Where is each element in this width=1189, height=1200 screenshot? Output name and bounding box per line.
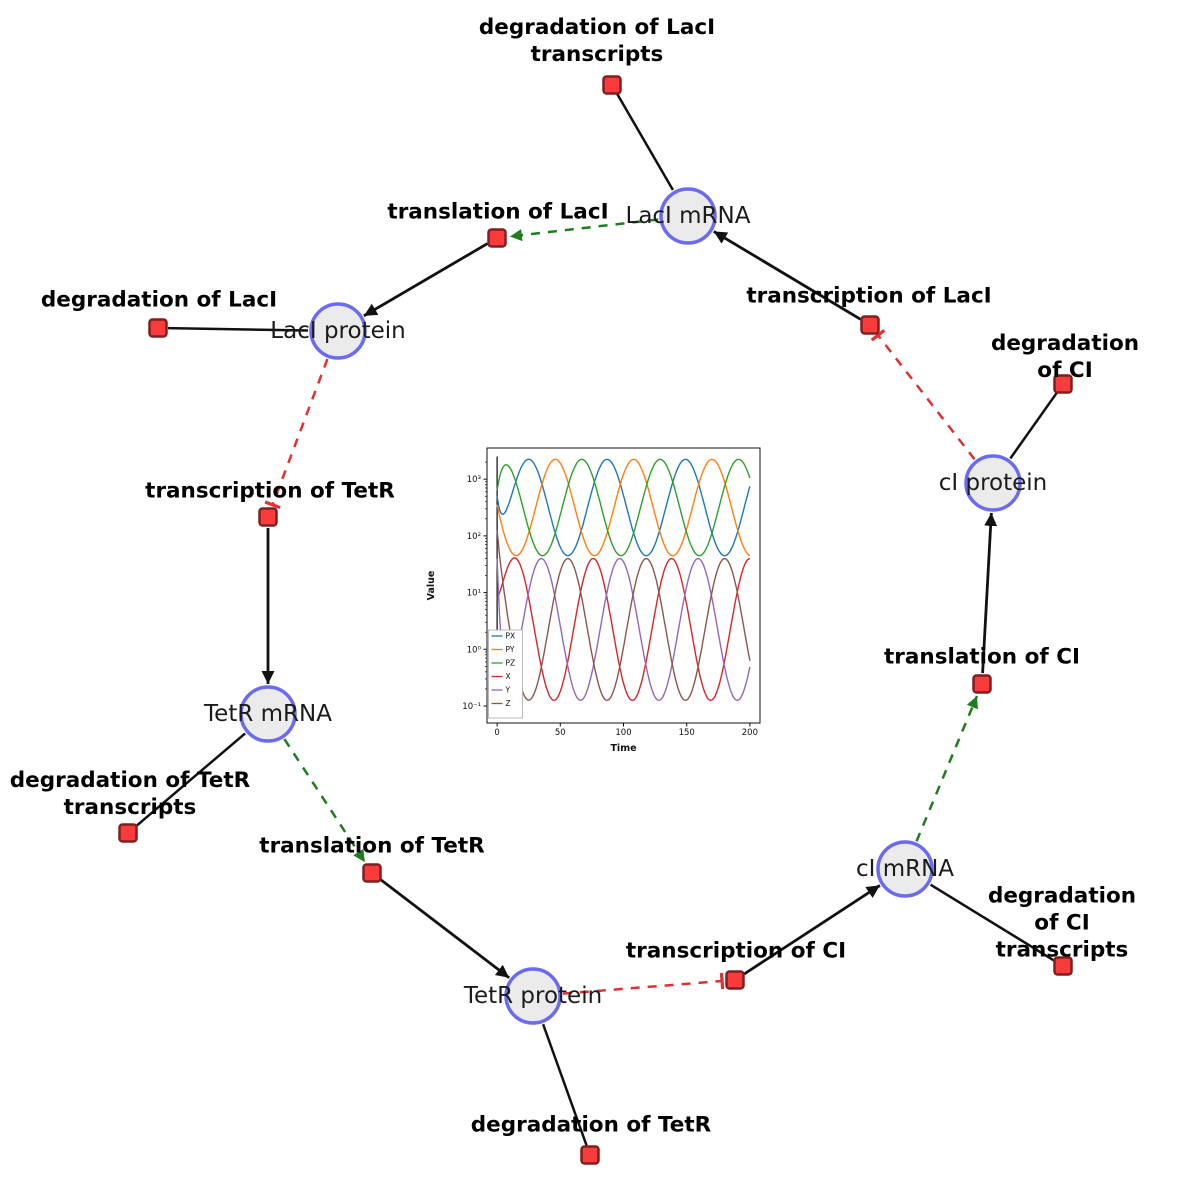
edge-production-translation_ci-ci_protein — [981, 512, 998, 674]
series-Y-line — [496, 557, 751, 702]
x-tick-label: 150 — [679, 728, 695, 738]
species-node-laci_mrna — [659, 187, 717, 245]
edge-production-transcription_ci-ci_mrna — [743, 884, 881, 976]
reaction-node-deg_tetr_transcripts — [118, 823, 138, 843]
x-tick-label: 0 — [494, 728, 499, 738]
legend-entry-label: PZ — [506, 659, 516, 668]
x-tick-label: 100 — [615, 728, 631, 738]
y-tick-label: 10⁻¹ — [462, 702, 481, 712]
species-node-laci_protein — [309, 302, 367, 360]
legend-entry-label: Y — [505, 686, 511, 695]
species-node-ci_mrna — [876, 840, 934, 898]
legend-entry-label: X — [506, 672, 511, 681]
species-node-ci_protein — [964, 454, 1022, 512]
series-PY-line — [496, 458, 751, 557]
y-tick-label: 10⁰ — [467, 645, 482, 655]
edge-inhibition-ci_protein-transcription_laci — [870, 329, 976, 461]
x-tick-label: 50 — [555, 728, 566, 738]
series-PX-line — [496, 458, 751, 557]
reaction-node-deg_ci_transcripts — [1053, 956, 1073, 976]
legend-entry-label: PY — [506, 645, 515, 654]
edge-consumption-tetr_mrna-deg_tetr_transcripts — [134, 732, 246, 828]
y-tick-label: 10² — [467, 532, 481, 542]
nodes-layer — [118, 75, 1073, 1165]
legend-entry-label: Z — [506, 699, 511, 708]
reaction-node-translation_laci — [487, 228, 507, 248]
series-X-line — [496, 557, 751, 702]
y-tick-label: 10¹ — [467, 589, 481, 599]
reaction-node-transcription_tetr — [258, 507, 278, 527]
y-tick-label: 10³ — [467, 475, 481, 485]
edge-consumption-laci_mrna-deg_laci_transcripts — [615, 93, 675, 191]
edge-inhibition-tetr_protein-transcription_ci — [562, 972, 725, 995]
reaction-node-transcription_ci — [725, 970, 745, 990]
reaction-node-transcription_laci — [860, 315, 880, 335]
edge-consumption-laci_protein-deg_laci — [167, 326, 309, 332]
species-node-tetr_protein — [504, 967, 562, 1025]
legend-entry-label: PX — [506, 632, 516, 641]
edge-modifier-tetr_mrna-translation_tetr — [283, 738, 366, 863]
reaction-node-deg_ci — [1053, 374, 1073, 394]
edges-layer — [134, 93, 1059, 1147]
series-PZ-line — [496, 458, 751, 557]
series-Z-line — [496, 530, 751, 702]
edge-consumption-tetr_protein-deg_tetr — [541, 1023, 588, 1147]
reaction-node-deg_laci_transcripts — [602, 75, 622, 95]
y-axis-label: Value — [426, 571, 437, 601]
x-tick-label: 200 — [742, 728, 758, 738]
edge-consumption-ci_protein-deg_ci — [1009, 391, 1059, 460]
species-node-tetr_mrna — [239, 685, 297, 743]
edge-production-transcription_laci-laci_mrna — [713, 230, 862, 321]
edge-modifier-laci_mrna-translation_laci — [509, 218, 659, 242]
edge-production-translation_laci-laci_protein — [363, 242, 489, 318]
edge-consumption-ci_mrna-deg_ci_transcripts — [929, 883, 1056, 962]
edge-modifier-ci_mrna-translation_ci — [915, 695, 979, 842]
x-axis-label: Time — [610, 743, 636, 754]
edge-production-translation_tetr-tetr_protein — [379, 878, 511, 979]
reaction-node-translation_tetr — [362, 863, 382, 883]
reaction-node-deg_tetr — [580, 1145, 600, 1165]
reaction-node-deg_laci — [148, 318, 168, 338]
legend: PX PY PZ XYZ — [488, 629, 523, 719]
edge-inhibition-laci_protein-transcription_tetr — [264, 358, 329, 510]
reaction-node-translation_ci — [972, 674, 992, 694]
